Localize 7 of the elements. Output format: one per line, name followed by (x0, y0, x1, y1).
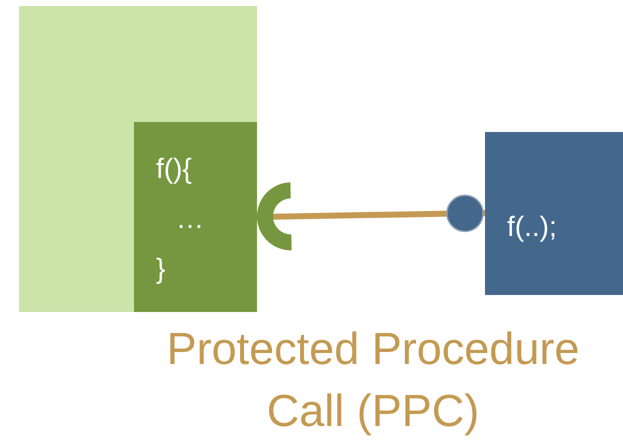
code-text: f(..); (507, 210, 557, 244)
caption-text: Protected Procedure Call (PPC) (166, 322, 580, 438)
connector (256, 182, 486, 250)
code-text: f(){ … } (156, 152, 204, 286)
code-box (134, 122, 257, 312)
container-box (19, 6, 257, 312)
code-box (485, 132, 623, 295)
